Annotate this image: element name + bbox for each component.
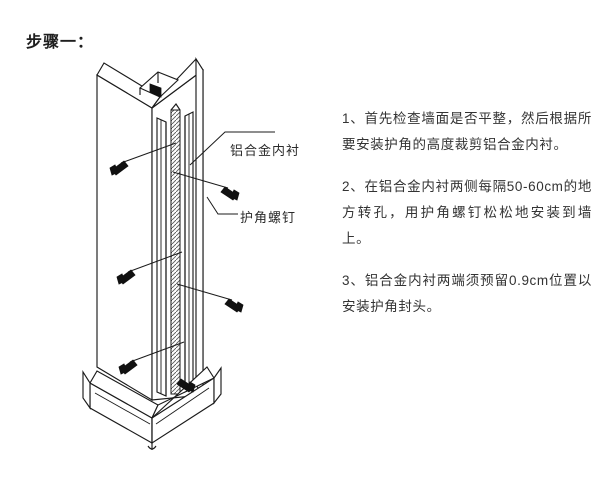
instruction-item-1: 1、首先检查墙面是否平整，然后根据所要安装护角的高度裁剪铝合金内衬。: [342, 110, 592, 152]
screw-right-1: [172, 171, 240, 201]
callout-leader-corner-screw: [206, 196, 238, 215]
screw-left-1: [109, 142, 177, 176]
page-title: 步骤一：: [26, 34, 95, 51]
callout-label-corner-screw: 护角螺钉: [240, 210, 297, 225]
instruction-item-2: 2、在铝合金内衬两侧每隔50-60cm的地方转孔，用护角螺钉松松地安装到墙上。: [342, 178, 592, 246]
installation-diagram: .ln { fill:none; stroke:#1b1b1b; stroke-…: [82, 57, 301, 450]
corner-cap-detail: [138, 71, 180, 98]
base-skirting: [82, 366, 222, 450]
screw-right-3: [176, 378, 196, 393]
callout-leader-aluminum-liner: [189, 131, 275, 166]
aluminum-liner-assembly: [156, 103, 194, 397]
callout-label-aluminum-liner: 铝合金内衬: [230, 143, 301, 158]
instruction-list: 1、首先检查墙面是否平整，然后根据所要安装护角的高度裁剪铝合金内衬。 2、在铝合…: [342, 92, 592, 320]
wall-left-plane: [96, 73, 153, 402]
diagram-svg: .ln { fill:none; stroke:#1b1b1b; stroke-…: [82, 57, 275, 450]
liner-core: [170, 109, 181, 395]
wall-right-outer-edge: [195, 57, 204, 397]
screw-left-3: [118, 341, 185, 375]
instruction-item-3: 3、铝合金内衬两端须预留0.9cm位置以安装护角封头。: [342, 272, 592, 314]
screw-left-2: [116, 251, 183, 285]
screw-right-2: [176, 283, 244, 313]
